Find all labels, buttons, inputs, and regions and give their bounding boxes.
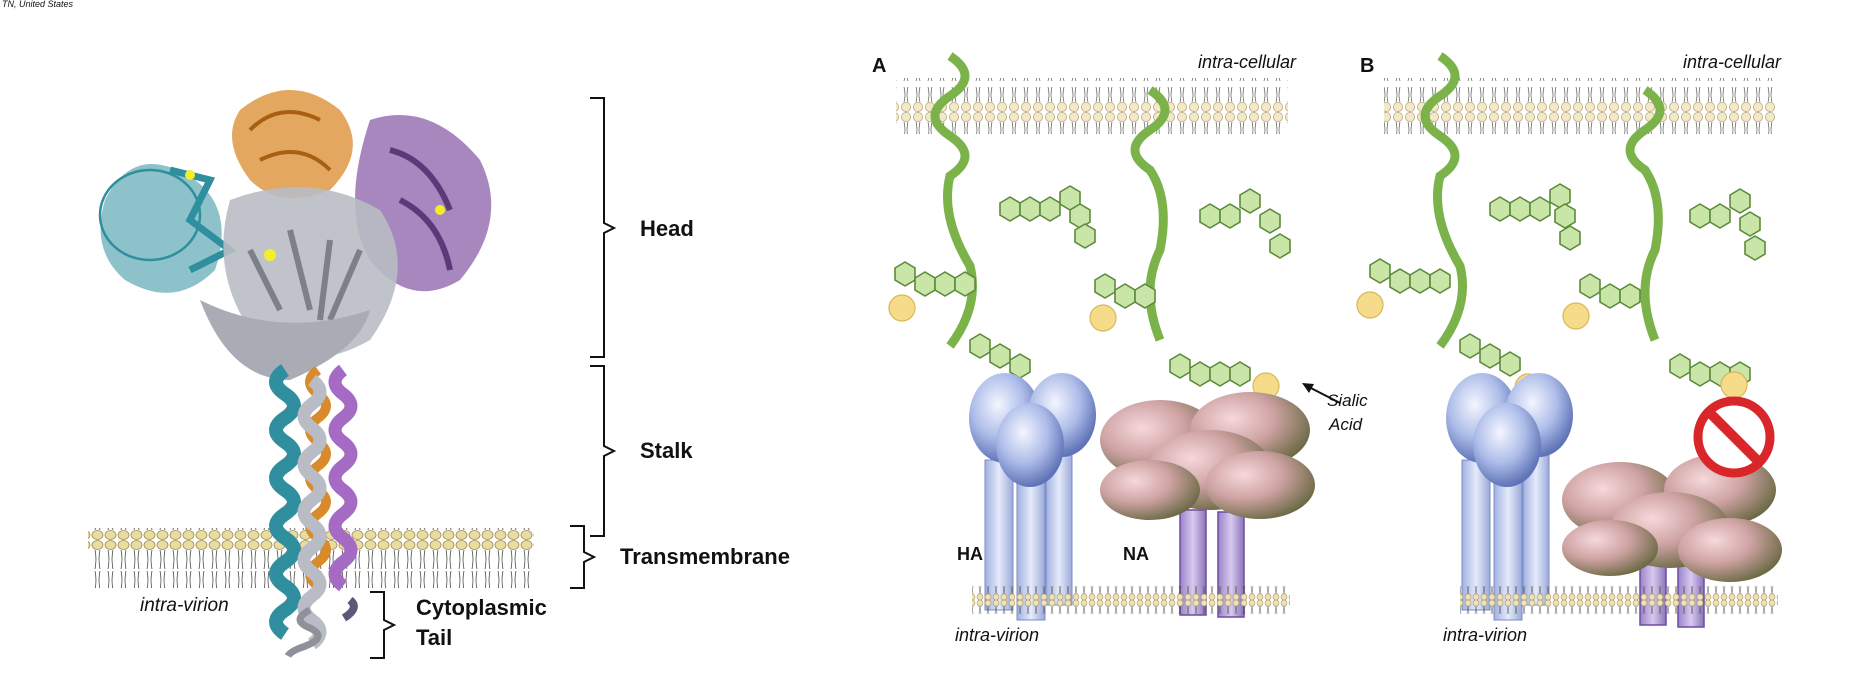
prohibited-icon	[1693, 396, 1775, 478]
panel-a-glycans	[894, 185, 1291, 387]
panel-b-ha-protein	[1446, 373, 1573, 621]
panel-b: B intra-cellular	[1356, 52, 1782, 645]
transmembrane-bracket	[570, 525, 597, 589]
transmembrane-label: Transmembrane	[620, 544, 790, 569]
na-label: NA	[1123, 544, 1149, 564]
stalk-label: Stalk	[640, 438, 693, 463]
panel-a: A intra-cellular	[872, 52, 1368, 645]
head-label: Head	[640, 216, 694, 241]
panel-b-intra-virion: intra-virion	[1443, 625, 1527, 645]
sialic-label-line2: Acid	[1328, 415, 1363, 434]
sialic-arrowhead	[1302, 383, 1314, 393]
tail-label-line2: Tail	[416, 625, 452, 650]
panel-b-host-membrane	[1384, 78, 1776, 134]
header-fragment: TN, United States	[2, 0, 74, 9]
ha-head-structure	[98, 90, 492, 380]
panel-a-letter: A	[872, 55, 886, 77]
left-panel: intra-virion Head Stalk Transmembrane Cy…	[88, 90, 790, 659]
ha-label: HA	[957, 544, 983, 564]
tail-label-line1: Cytoplasmic	[416, 595, 547, 620]
panel-b-receptor-chain-1	[1420, 52, 1467, 349]
panel-b-intra-cellular: intra-cellular	[1683, 52, 1782, 72]
panel-a-ha-protein	[969, 373, 1096, 621]
panel-b-letter: B	[1360, 55, 1374, 77]
panel-b-viral-membrane	[1460, 586, 1778, 616]
panel-a-viral-membrane	[972, 586, 1290, 616]
panel-a-na-protein	[1100, 392, 1315, 618]
panel-b-receptor-chain-2	[1625, 86, 1665, 342]
panel-a-host-membrane	[896, 78, 1288, 134]
intra-virion-label-left: intra-virion	[140, 595, 229, 616]
panel-a-intra-cellular: intra-cellular	[1198, 52, 1297, 72]
panel-a-receptor-chain-2	[1130, 86, 1170, 342]
sialic-label-line1: Sialic	[1327, 391, 1368, 410]
panel-a-intra-virion: intra-virion	[955, 625, 1039, 645]
tail-bracket	[370, 591, 397, 659]
panel-b-glycans	[1369, 183, 1766, 387]
head-bracket	[590, 97, 617, 358]
stalk-bracket	[590, 365, 617, 537]
ha-stalk-helices	[269, 364, 358, 658]
